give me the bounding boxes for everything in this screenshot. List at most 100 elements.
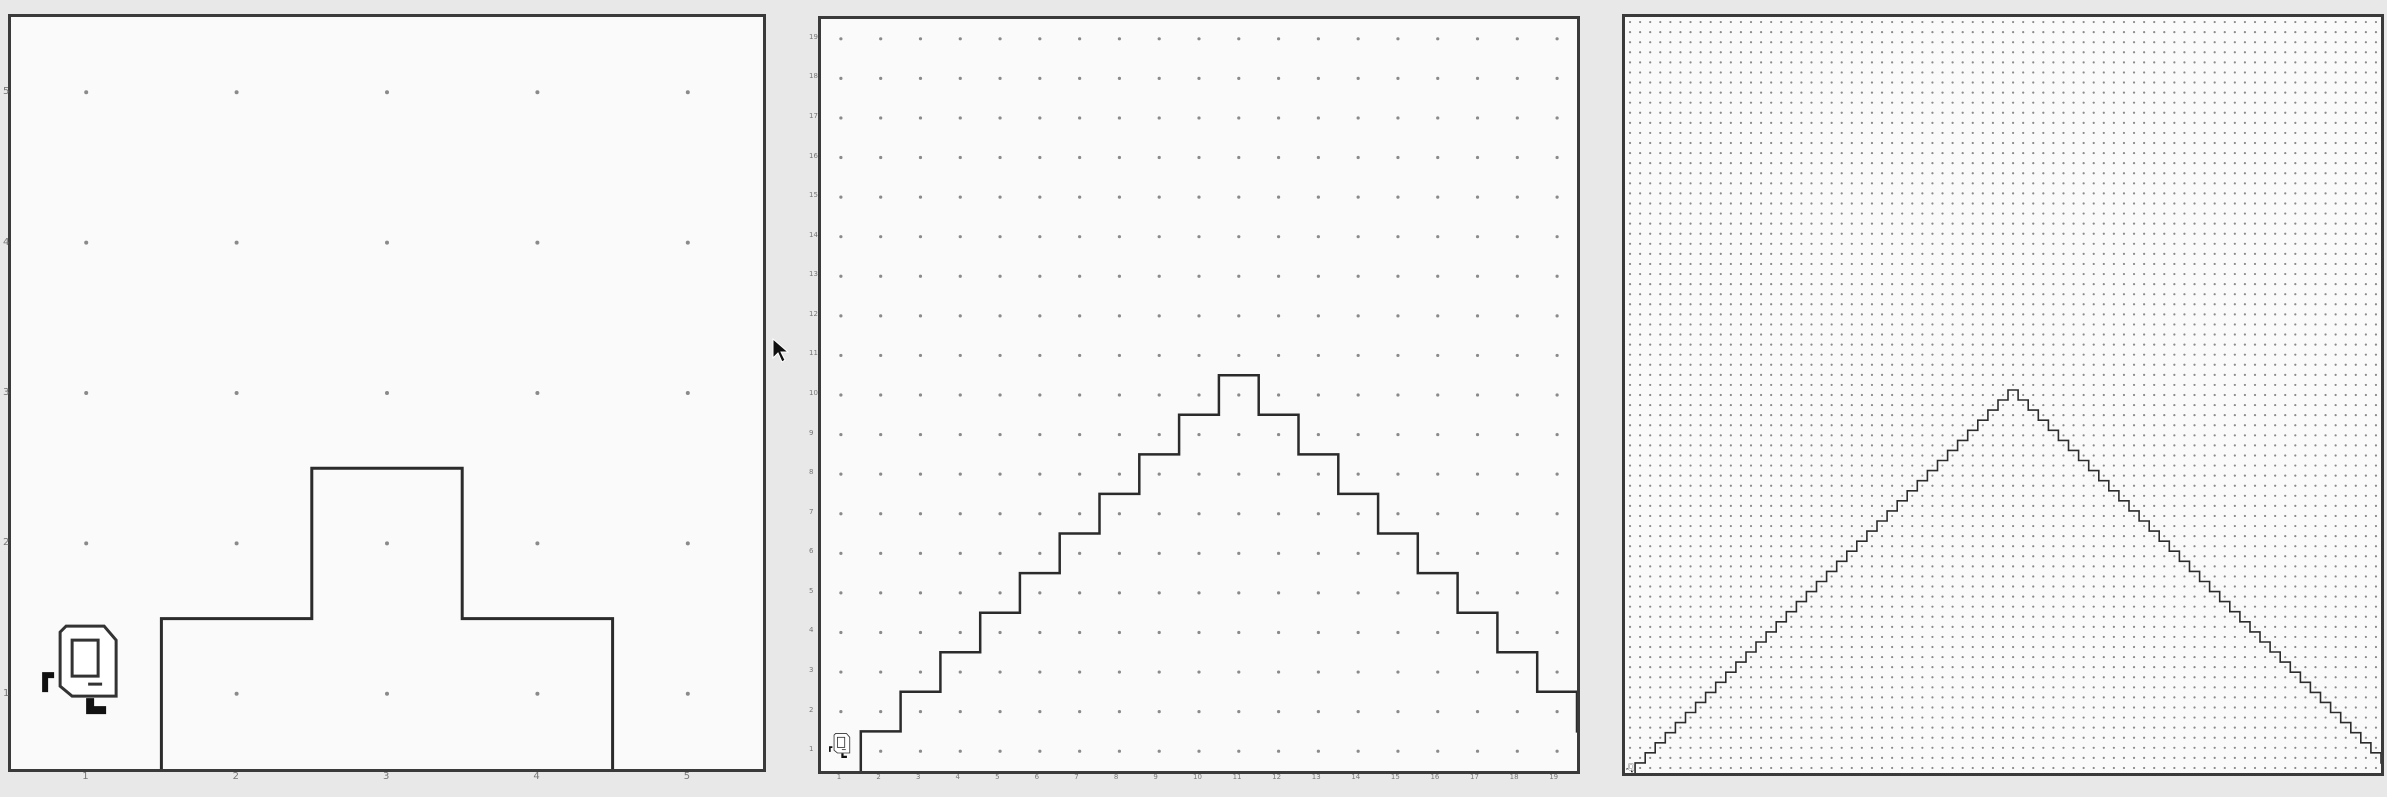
grid-dot — [1901, 736, 1904, 739]
grid-dot — [2213, 272, 2216, 276]
grid-dot — [1810, 111, 1813, 114]
grid-dot — [1759, 585, 1763, 588]
grid-dot — [1800, 595, 1803, 598]
grid-dot — [1669, 595, 1672, 598]
grid-dot — [1780, 655, 1783, 659]
grid-dot — [1780, 192, 1783, 195]
grid-dot — [1921, 313, 1924, 316]
grid-dot — [2132, 363, 2136, 366]
grid-dot — [1659, 20, 1662, 24]
grid-dot — [2163, 121, 2166, 124]
grid-dot — [1649, 101, 1652, 104]
grid-dot — [1860, 746, 1863, 749]
grid-dot — [1800, 625, 1803, 628]
grid-dot — [1891, 585, 1894, 588]
grid-dot — [1628, 242, 1632, 245]
grid-dot — [1901, 494, 1904, 497]
grid-dot — [1830, 464, 1833, 467]
grid-dot — [2173, 474, 2176, 477]
grid-dot — [1780, 756, 1783, 759]
grid-dot — [1931, 414, 1934, 417]
grid-dot — [1780, 484, 1783, 487]
grid-dot — [2102, 645, 2105, 649]
grid-dot — [2163, 61, 2166, 64]
grid-dot — [1689, 313, 1692, 316]
grid-dot — [1951, 696, 1954, 699]
grid-dot — [2072, 393, 2075, 397]
grid-dot — [1739, 393, 1743, 397]
grid-dot — [2213, 474, 2216, 477]
grid-dot — [1951, 535, 1954, 538]
grid-dot — [1941, 41, 1944, 44]
grid-dot — [2022, 635, 2025, 639]
grid-dot — [1820, 272, 1823, 276]
grid-dot — [1891, 464, 1894, 467]
grid-dot — [1850, 20, 1853, 24]
grid-dot — [1649, 333, 1652, 336]
grid-dot — [2243, 101, 2247, 104]
grid-dot — [1820, 424, 1823, 427]
grid-dot — [2213, 212, 2216, 215]
grid-dot — [1739, 565, 1743, 568]
grid-dot — [1850, 293, 1853, 296]
grid-dot — [1961, 151, 1964, 155]
grid-dot — [2102, 192, 2105, 195]
grid-dot — [2092, 172, 2095, 175]
grid-dot — [1659, 625, 1662, 628]
grid-dot — [1689, 111, 1692, 114]
grid-dot — [2092, 444, 2095, 447]
grid-dot — [1830, 575, 1833, 578]
grid-dot — [1729, 131, 1732, 135]
grid-dot — [1921, 474, 1924, 477]
grid-dot — [1770, 696, 1773, 699]
grid-dot — [1649, 676, 1652, 679]
grid-dot — [1810, 555, 1813, 558]
grid-dot — [1830, 514, 1833, 518]
grid-dot — [1901, 605, 1904, 608]
grid-dot — [1639, 353, 1642, 356]
grid-dot — [2183, 454, 2186, 457]
grid-dot — [1810, 494, 1813, 497]
grid-dot — [1669, 756, 1672, 759]
grid-dot — [1800, 504, 1803, 507]
grid-dot — [2052, 686, 2055, 689]
grid-dot — [1729, 242, 1732, 245]
grid-dot — [1649, 514, 1652, 518]
grid-dot — [1628, 414, 1632, 417]
grid-dot — [2163, 555, 2166, 558]
grid-dot — [1729, 464, 1732, 467]
grid-dot — [1770, 484, 1773, 487]
grid-dot — [2183, 353, 2186, 356]
grid-dot — [2001, 414, 2005, 417]
grid-dot — [2173, 91, 2176, 94]
grid-dot — [2072, 535, 2075, 538]
grid-dot — [1669, 111, 1672, 114]
grid-dot — [2082, 615, 2085, 618]
grid-dot — [1436, 710, 1440, 714]
grid-dot — [1689, 625, 1692, 628]
grid-dot — [1991, 615, 1995, 618]
grid-dot — [1197, 155, 1201, 160]
grid-dot — [1719, 464, 1722, 467]
grid-dot — [2112, 555, 2115, 558]
grid-dot — [2153, 686, 2156, 689]
grid-dot — [2153, 696, 2156, 699]
grid-dot — [1515, 393, 1519, 397]
grid-dot — [1237, 314, 1241, 318]
grid-dot — [1729, 535, 1732, 538]
grid-dot — [1941, 595, 1944, 598]
grid-dot — [1628, 524, 1632, 528]
grid-dot — [1971, 20, 1974, 24]
grid-dot — [2183, 524, 2186, 528]
grid-dot — [918, 472, 923, 476]
grid-dot — [1941, 484, 1944, 487]
grid-dot — [1901, 151, 1904, 155]
grid-dot — [1649, 716, 1652, 719]
grid-dot — [1870, 535, 1874, 538]
grid-dot — [1689, 454, 1692, 457]
grid-dot — [2173, 101, 2176, 104]
grid-dot — [1830, 131, 1833, 135]
grid-dot — [1961, 31, 1964, 34]
grid-dot — [2163, 424, 2166, 427]
grid-dot — [1860, 343, 1863, 346]
